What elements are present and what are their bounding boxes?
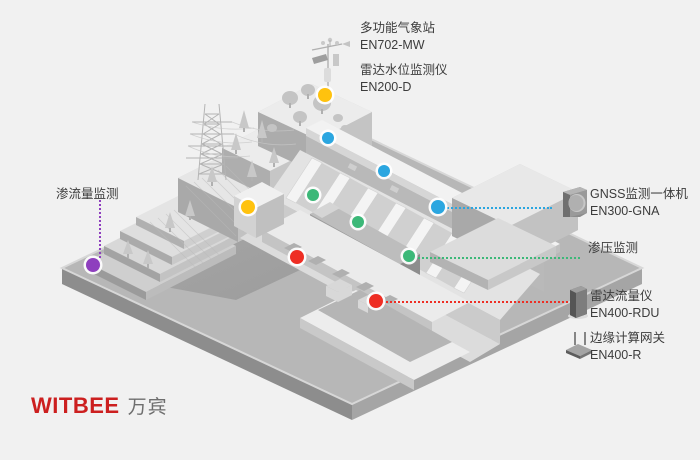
label-edge-gateway: 边缘计算网关 EN400-R: [590, 330, 665, 364]
label-weather-station-code: EN702-MW: [360, 38, 425, 52]
label-seepage-flow: 渗流量监测: [56, 186, 119, 203]
label-gnss-code: EN300-GNA: [590, 204, 660, 218]
marker-radar-flow-2[interactable]: [369, 294, 383, 308]
label-edge-gateway-name: 边缘计算网关: [590, 331, 666, 345]
label-seepage-flow-name: 渗流量监测: [56, 187, 119, 201]
logo-brand-en: WITBEE: [31, 393, 120, 418]
label-edge-gateway-code: EN400-R: [590, 348, 642, 362]
seepage-pressure-leader-line: [415, 257, 580, 259]
marker-gnss-1[interactable]: [322, 132, 334, 144]
marker-seepage-pressure-1[interactable]: [307, 189, 319, 201]
marker-gnss-2[interactable]: [378, 165, 390, 177]
label-radar-flow-name: 雷达流量仪: [590, 289, 653, 303]
witbee-logo: WITBEE 万宾: [31, 392, 168, 419]
marker-gnss-3[interactable]: [431, 200, 445, 214]
label-weather-station-name: 多功能气象站: [360, 21, 436, 35]
radar-flow-leader-line: [382, 301, 568, 303]
label-radar-water-level-name: 雷达水位监测仪: [360, 63, 448, 77]
seepage-flow-leader-line: [99, 200, 101, 266]
label-weather-station: 多功能气象站 EN702-MW: [360, 20, 435, 54]
logo-brand-cn: 万宾: [127, 397, 168, 418]
marker-weather-station[interactable]: [318, 88, 332, 102]
gnss-device-icon: [563, 187, 587, 217]
marker-seepage-flow[interactable]: [86, 258, 100, 272]
radar-flowmeter-icon: [568, 286, 588, 319]
marker-seepage-pressure-2[interactable]: [352, 216, 364, 228]
marker-upper-terrace[interactable]: [241, 200, 255, 214]
weather-station-icon: [311, 37, 350, 96]
gnss-leader-line: [444, 207, 552, 209]
marker-radar-flow-1[interactable]: [290, 250, 304, 264]
label-radar-water-level-code: EN200-D: [360, 80, 412, 94]
right-abutment: [430, 164, 578, 290]
edge-gateway-router-icon: [566, 332, 592, 359]
label-radar-water-level: 雷达水位监测仪 EN200-D: [360, 62, 448, 96]
marker-seepage-pressure-3[interactable]: [403, 250, 415, 262]
label-seepage-pressure: 渗压监测: [588, 240, 638, 257]
label-gnss-name: GNSS监测一体机: [590, 187, 688, 201]
label-gnss: GNSS监测一体机 EN300-GNA: [590, 186, 688, 220]
label-seepage-pressure-name: 渗压监测: [588, 241, 639, 255]
label-radar-flow-code: EN400-RDU: [590, 306, 660, 320]
label-radar-flow: 雷达流量仪 EN400-RDU: [590, 288, 659, 322]
